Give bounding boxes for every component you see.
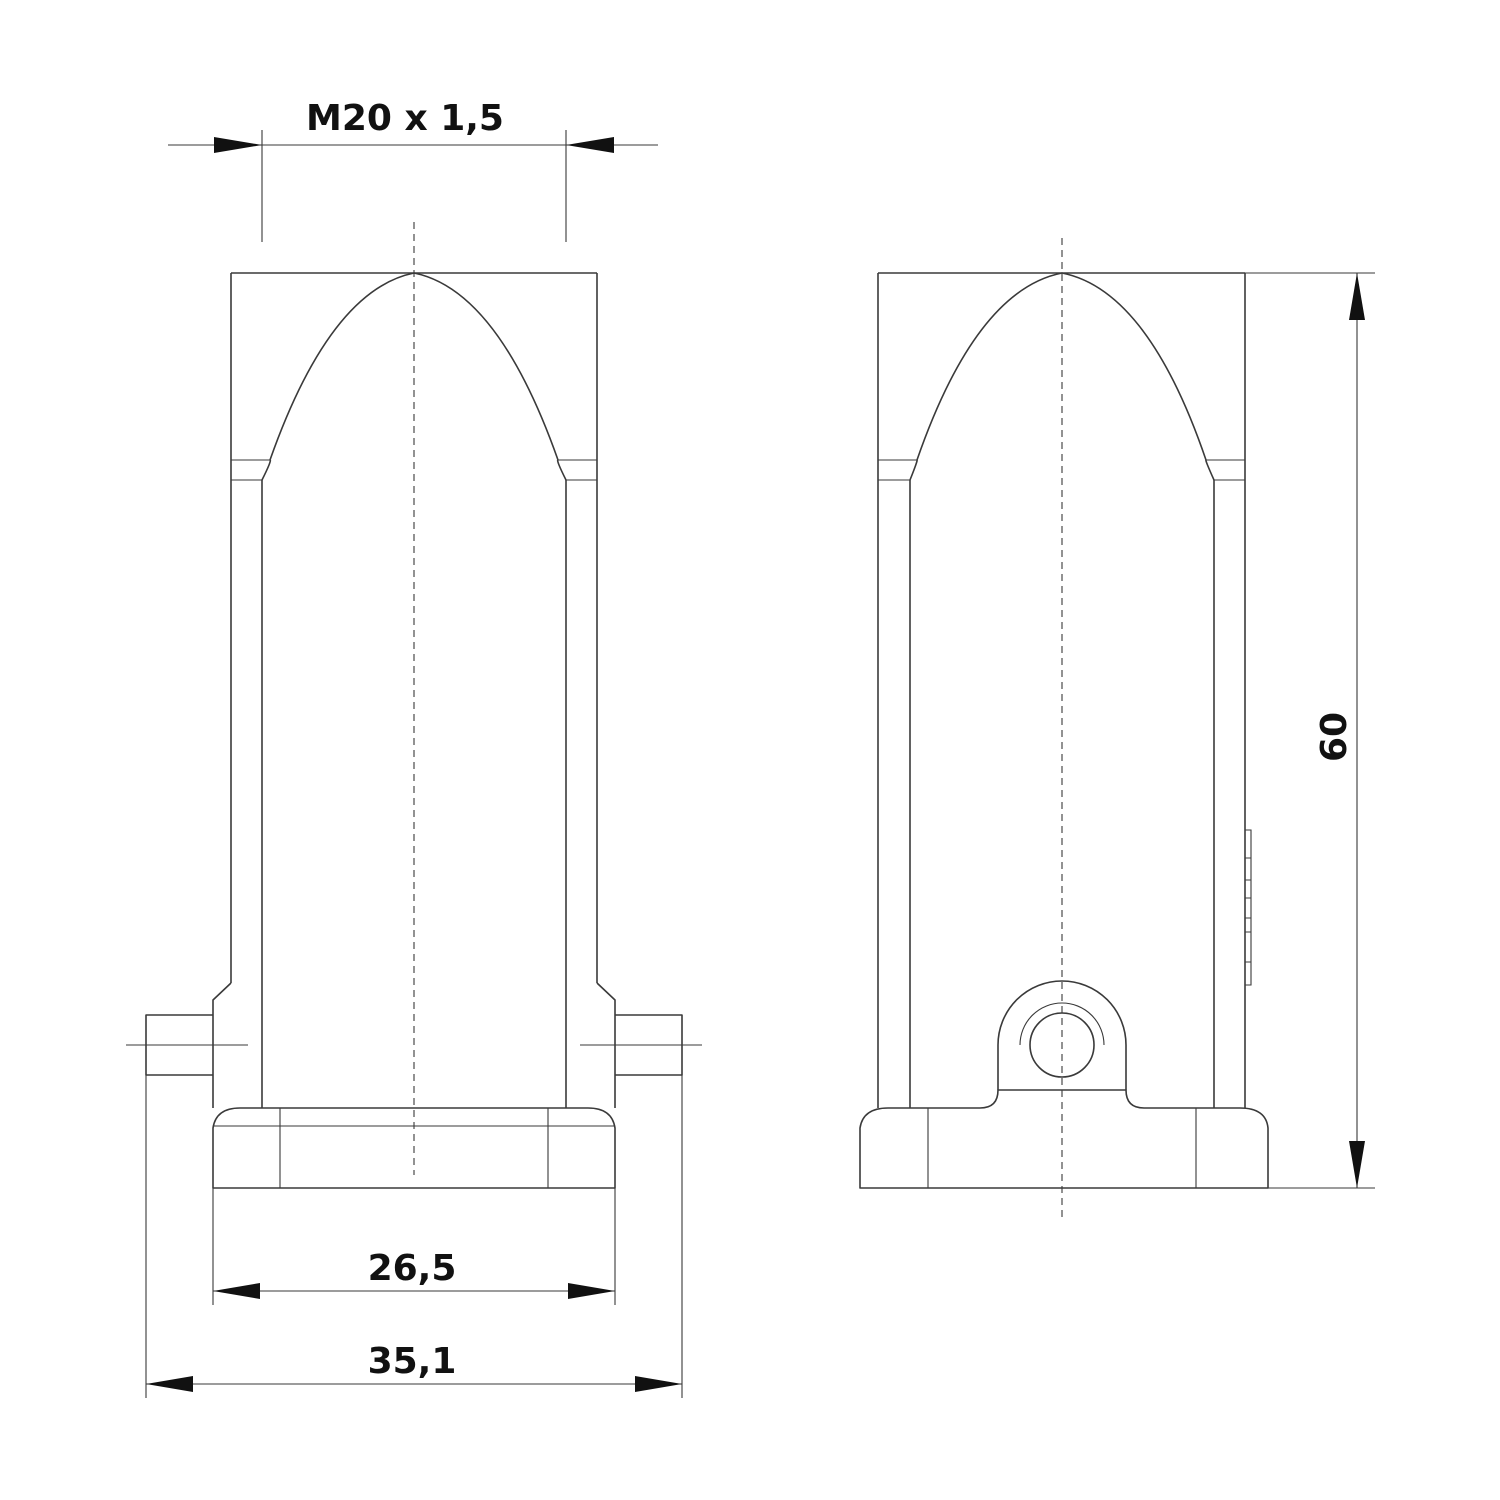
thread-dimension: M20 x 1,5	[168, 98, 658, 242]
side-eyelet-hole	[1029, 1012, 1095, 1078]
side-ribs	[1245, 829, 1252, 986]
inner-width-arrow-right	[568, 1283, 615, 1299]
height-label: 60	[1314, 712, 1355, 762]
side-view	[859, 238, 1269, 1222]
outer-width-arrow-left	[146, 1376, 193, 1392]
inner-width-dimension: 26,5	[212, 1188, 616, 1305]
front-left-chamfer	[212, 982, 232, 1108]
outer-width-dimension: 35,1	[145, 1075, 683, 1398]
side-dome-curve	[909, 272, 1215, 481]
side-base	[859, 1089, 1269, 1189]
front-base	[212, 1107, 616, 1189]
inner-width-label: 26,5	[368, 1248, 457, 1289]
front-dome-curve	[261, 272, 567, 481]
front-view	[126, 222, 702, 1189]
side-eyelet-inner-arc	[1019, 1002, 1105, 1046]
side-eyelet-outline	[997, 980, 1127, 1090]
thread-arrow-right	[566, 137, 614, 153]
front-right-chamfer	[596, 982, 616, 1108]
height-dimension: 60	[1245, 272, 1375, 1189]
outer-width-label: 35,1	[368, 1341, 457, 1382]
thread-label: M20 x 1,5	[306, 98, 504, 139]
thread-arrow-left	[214, 137, 262, 153]
outer-width-arrow-right	[635, 1376, 682, 1392]
height-arrow-bottom	[1349, 1141, 1365, 1188]
height-arrow-top	[1349, 273, 1365, 320]
inner-width-arrow-left	[213, 1283, 260, 1299]
